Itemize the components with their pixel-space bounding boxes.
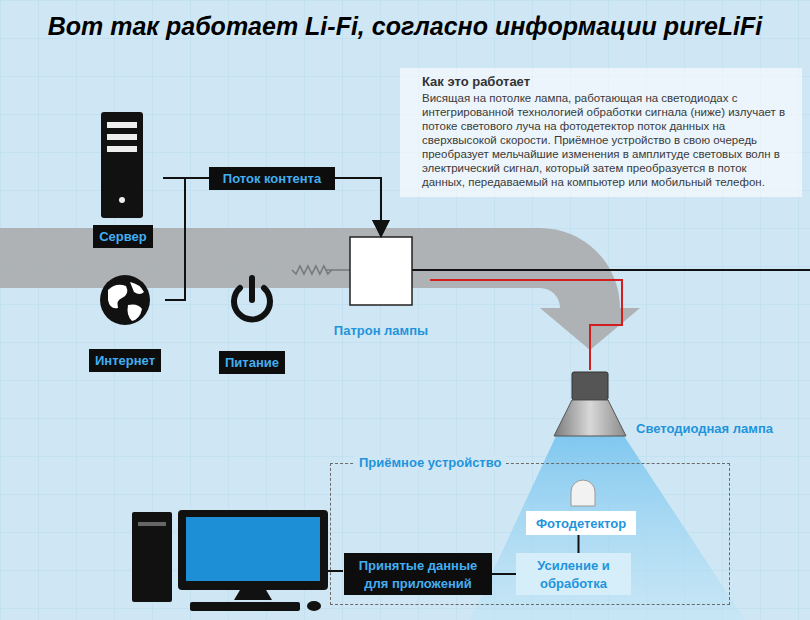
connector <box>578 535 580 553</box>
lamp-socket <box>350 237 412 305</box>
node-label: Интернет <box>89 349 161 372</box>
server-slot <box>107 122 137 128</box>
server-slot <box>107 146 137 152</box>
node-label: Приёмное устройство <box>355 455 506 470</box>
computer-screen <box>186 517 320 581</box>
connector <box>492 573 516 575</box>
connector <box>292 266 332 274</box>
node-label: Светодиодная лампа <box>633 421 776 436</box>
photodetector-sensor <box>571 480 595 506</box>
photodetector-box: Фотодетектор <box>526 511 636 535</box>
internet-node: Интернет <box>85 272 165 372</box>
globe-land <box>108 282 144 321</box>
globe-icon <box>100 275 150 325</box>
power-icon <box>249 278 255 300</box>
connector <box>165 178 381 300</box>
node-label: Патрон лампы <box>332 323 430 338</box>
receiver-box: Приёмное устройствоФотодетекторУсиление … <box>330 463 730 605</box>
server-node: Сервер <box>83 108 163 248</box>
server-led <box>119 197 125 203</box>
monitor-stand <box>234 590 272 600</box>
socket-node: Патрон лампы <box>332 236 430 338</box>
led-lamp <box>554 400 626 436</box>
server-slot <box>107 134 137 140</box>
computer-tower <box>138 522 166 526</box>
title: Вот так работает Li-Fi, согласно информа… <box>0 12 810 41</box>
server-icon <box>101 112 143 218</box>
power-node: Питание <box>212 262 292 374</box>
keyboard <box>190 602 300 611</box>
computer-monitor <box>178 510 328 590</box>
data-output-box: Принятые данные для приложений <box>344 553 492 595</box>
edge-label: Поток контента <box>209 167 335 190</box>
mouse <box>307 601 321 611</box>
connector <box>430 280 622 370</box>
led-lamp <box>572 372 608 400</box>
lamp-node: Светодиодная лампа <box>555 370 776 442</box>
node-label: Как это работает <box>422 74 792 89</box>
node-label: Усиление и обработка <box>537 558 609 591</box>
node-label: Сервер <box>93 225 153 248</box>
amplifier-box: Усиление и обработка <box>516 553 631 595</box>
node-label: Принятые данные для приложений <box>359 558 478 591</box>
power-lead <box>326 269 350 271</box>
cable <box>412 269 810 271</box>
node-body: Висящая на потолке лампа, работающая на … <box>422 91 792 189</box>
node-label: Фотодетектор <box>536 516 626 531</box>
node-label: Питание <box>219 351 285 374</box>
computer-tower <box>132 512 172 602</box>
info-panel: Как это работаетВисящая на потолке лампа… <box>400 68 802 197</box>
